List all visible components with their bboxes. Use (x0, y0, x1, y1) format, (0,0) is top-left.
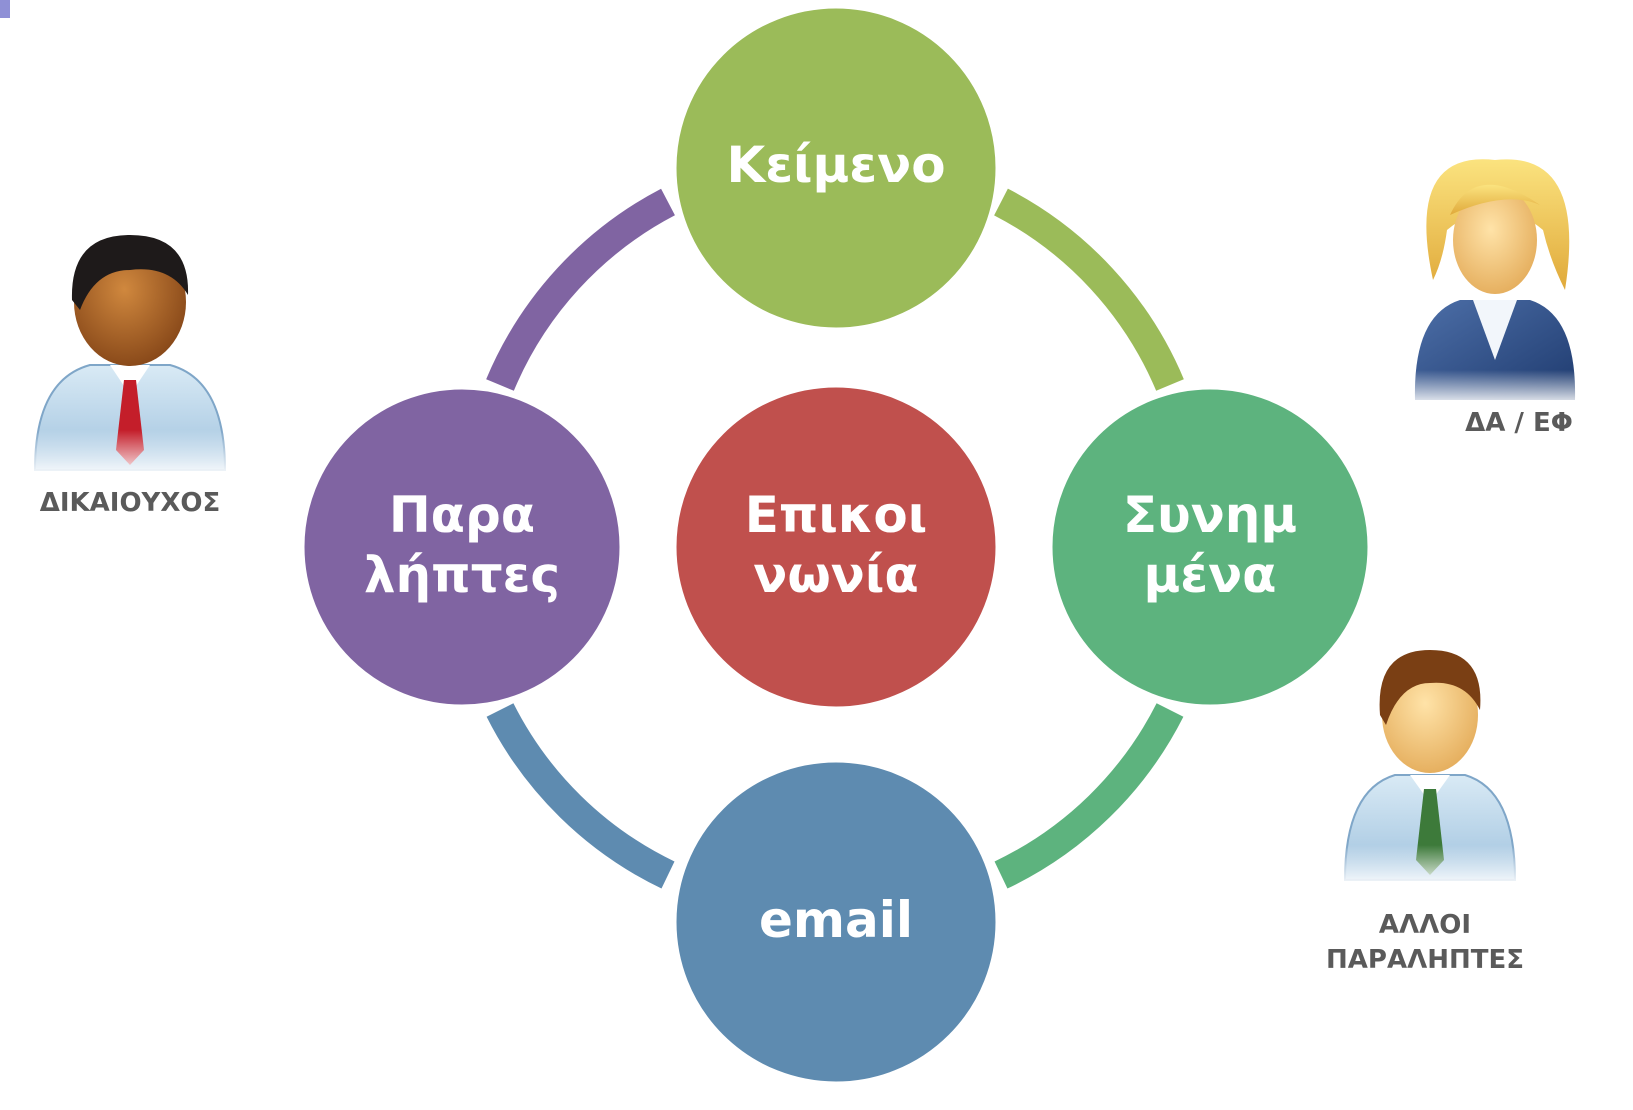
person-woman-icon (1410, 159, 1580, 405)
node-top-label: Κείμενο (726, 136, 946, 194)
authority-label: ΔΑ / ΕΦ (1465, 408, 1573, 438)
node-top-circle (671, 3, 1001, 333)
node-left-label: Παρα λήπτες (363, 486, 561, 604)
node-bottom-circle (671, 757, 1001, 1087)
node-right-label: Συνημ μένα (1122, 486, 1298, 604)
corner-mark (0, 0, 10, 18)
center-label: Επικοι νωνία (744, 486, 928, 604)
arc-top-right (994, 188, 1184, 391)
beneficiary-label: ΔΙΚΑΙΟΥΧΟΣ (39, 488, 221, 518)
arc-left-top (486, 188, 676, 391)
person-red-tie-icon (30, 235, 230, 475)
others-label: ΑΛΛΟΙ ΠΑΡΑΛΗΠΤΕΣ (1326, 910, 1524, 976)
person-green-tie-icon (1340, 650, 1520, 885)
node-left-circle (299, 384, 625, 710)
node-right-circle (1047, 384, 1373, 710)
arc-bottom-left (486, 703, 675, 889)
arc-right-bottom (994, 703, 1184, 889)
node-bottom-label: email (758, 891, 914, 949)
center-circle (671, 382, 1001, 712)
